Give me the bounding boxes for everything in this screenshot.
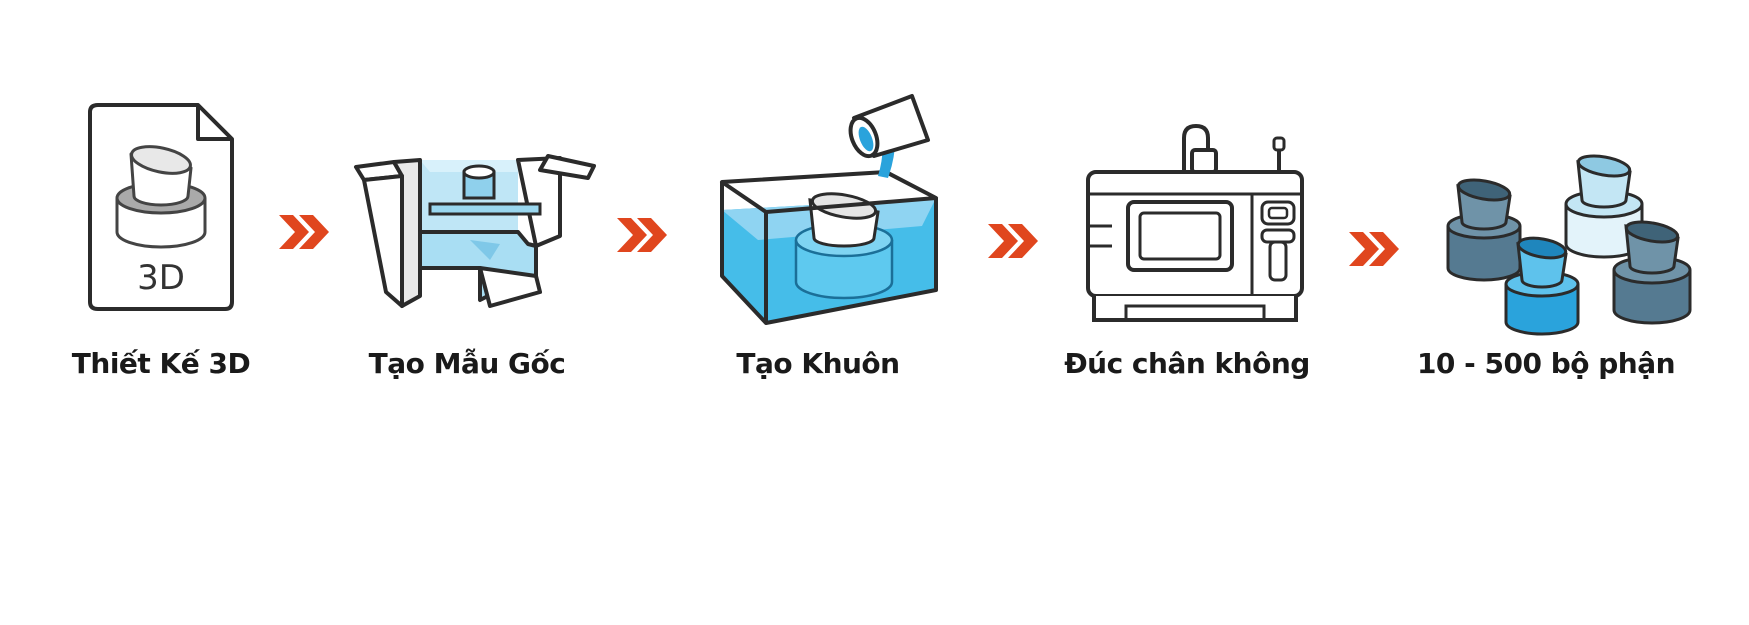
cast-part <box>1612 220 1692 325</box>
step-label-parts: 10 - 500 bộ phận <box>1416 347 1676 380</box>
3d-file-text: 3D <box>137 258 185 298</box>
cast-part <box>1446 178 1522 282</box>
step-label-mold: Tạo Khuôn <box>736 347 900 380</box>
double-chevron-right-icon <box>279 215 329 249</box>
master-pattern-icon <box>354 154 596 308</box>
cast-part <box>1504 236 1580 336</box>
step-label-3d-design: Thiết Kế 3D <box>71 347 251 380</box>
cast-part <box>1564 154 1644 259</box>
double-chevron-right-icon <box>988 224 1038 258</box>
silicone-mold-icon <box>720 94 938 325</box>
cast-parts-icon <box>1446 154 1692 336</box>
double-chevron-right-icon <box>617 218 667 252</box>
double-chevron-right-icon <box>1349 232 1399 266</box>
step-label-vacuum-casting: Đúc chân không <box>1064 347 1310 380</box>
step-label-master-pattern: Tạo Mẫu Gốc <box>368 347 566 380</box>
3d-file-icon: 3D <box>88 103 234 311</box>
vacuum-casting-machine-icon <box>1086 123 1304 322</box>
